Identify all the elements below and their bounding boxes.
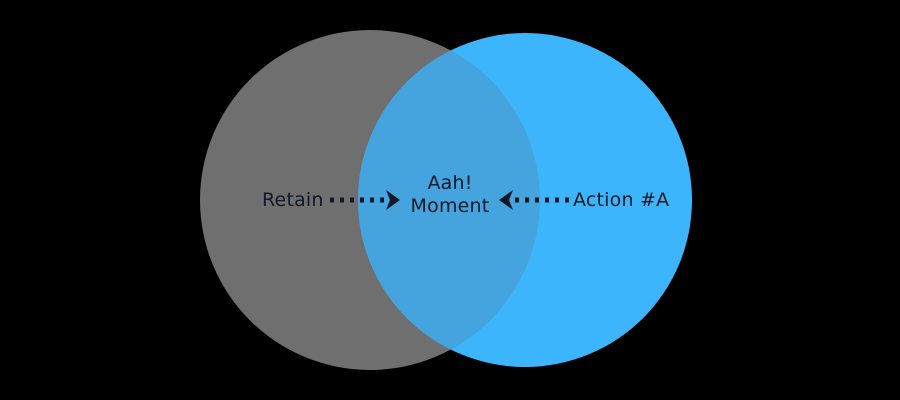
venn-label-aah-moment-line2: Moment — [410, 195, 490, 218]
venn-label-retain: Retain — [262, 189, 324, 211]
venn-label-aah-moment-line1: Aah! — [427, 172, 473, 194]
venn-label-action-a: Action #A — [573, 189, 670, 211]
arrow-action-head — [499, 190, 513, 210]
venn-label-aah-moment: Aah! Moment — [395, 172, 505, 218]
arrow-action-a-to-aah-moment — [499, 190, 569, 210]
arrow-retain-head — [386, 190, 400, 210]
arrow-retain-to-aah-moment — [330, 190, 400, 210]
